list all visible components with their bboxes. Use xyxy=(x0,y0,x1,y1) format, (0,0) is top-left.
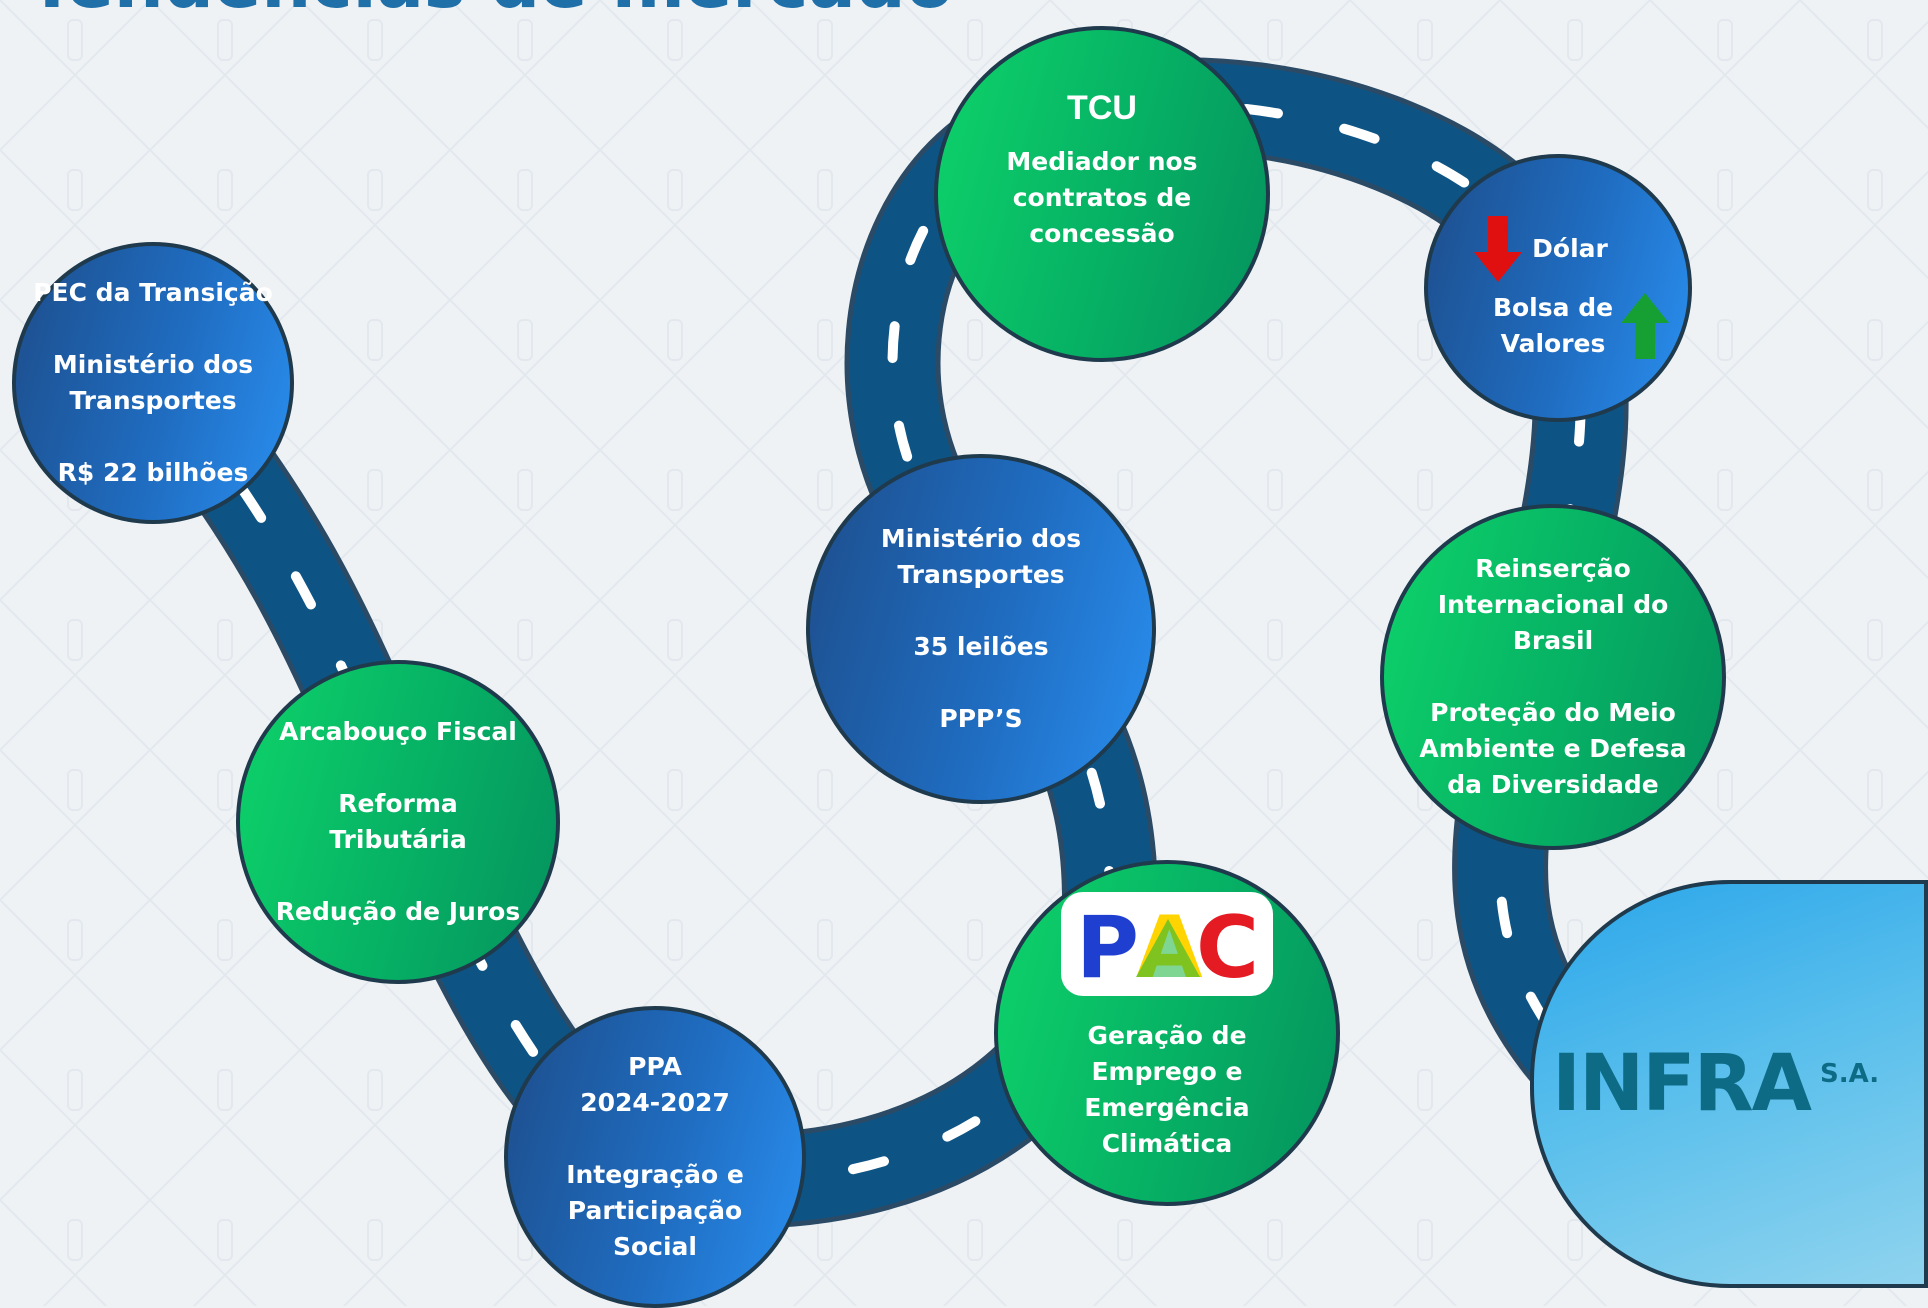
pac-logo-p: P xyxy=(1076,899,1139,989)
arrow-up-icon xyxy=(1621,293,1670,359)
tcu-title: TCU xyxy=(1067,89,1137,127)
pec-valor: R$ 22 bilhões xyxy=(57,458,249,487)
pec-label: PEC da Transição xyxy=(33,278,273,307)
pac-logo-mark: P A C xyxy=(1076,899,1259,989)
tcu-line1: Mediador nos xyxy=(1006,147,1198,176)
page-title: Tendências de mercado xyxy=(28,0,954,24)
infra-logo: INFRA S.A. xyxy=(1552,1044,1879,1124)
ministerio-line1: Ministério dos xyxy=(880,524,1082,553)
infra-logo-suffix: S.A. xyxy=(1820,1059,1880,1089)
reforma-line2: Tributária xyxy=(329,825,467,854)
reinsercao-line1: Reinserção xyxy=(1475,554,1631,583)
bolsa-line2: Valores xyxy=(1500,329,1606,358)
pac-logo: P A C xyxy=(1061,892,1273,996)
node-reinsercao-internacional: Reinserção Internacional do Brasil Prote… xyxy=(1380,504,1726,850)
node-dolar-bolsa: Dólar Bolsa de Valores xyxy=(1424,154,1692,422)
pec-ministerio-line1: Ministério dos xyxy=(52,350,254,379)
meio-ambiente-line2: Ambiente e Defesa xyxy=(1419,734,1687,763)
pac-line2: Emprego e xyxy=(1091,1057,1243,1086)
pac-logo-c: C xyxy=(1196,899,1259,989)
reforma-line1: Reforma xyxy=(338,789,458,818)
bolsa-row: Bolsa de Valores xyxy=(1493,290,1671,362)
node-pec-transicao: PEC da Transição Ministério dos Transpor… xyxy=(12,242,294,524)
tcu-line3: concessão xyxy=(1029,219,1175,248)
pec-ministerio-line2: Transportes xyxy=(69,386,237,415)
ministerio-line2: Transportes xyxy=(897,560,1065,589)
ppa-line4: Participação xyxy=(567,1196,743,1225)
node-infra-sa: INFRA S.A. xyxy=(1530,880,1928,1288)
arrow-down-icon xyxy=(1474,216,1523,282)
node-ministerio-transportes: Ministério dos Transportes 35 leilões PP… xyxy=(806,454,1156,804)
dolar-label: Dólar xyxy=(1532,234,1608,263)
ppa-line5: Social xyxy=(612,1232,697,1261)
node-arcabouco-fiscal: Arcabouço Fiscal Reforma Tributária Redu… xyxy=(236,660,560,984)
infra-logo-text: INFRA xyxy=(1552,1039,1812,1129)
node-tcu: TCU Mediador nos contratos de concessão xyxy=(934,26,1270,362)
pac-line1: Geração de xyxy=(1087,1021,1247,1050)
reinsercao-line2: Internacional do xyxy=(1437,590,1669,619)
node-pac: P A C Geração de Emprego e Emergência Cl… xyxy=(994,860,1340,1206)
ppa-line3: Integração e xyxy=(566,1160,744,1189)
reducao-juros-label: Redução de Juros xyxy=(275,897,521,926)
node-ppa: PPA 2024-2027 Integração e Participação … xyxy=(504,1006,806,1308)
ppa-period: 2024-2027 xyxy=(580,1088,730,1117)
bolsa-line1: Bolsa de xyxy=(1492,293,1614,322)
meio-ambiente-line3: da Diversidade xyxy=(1447,770,1659,799)
arcabouco-label: Arcabouço Fiscal xyxy=(279,717,517,746)
pac-line4: Climática xyxy=(1101,1129,1233,1158)
reinsercao-line3: Brasil xyxy=(1512,626,1594,655)
ppps-label: PPP’S xyxy=(939,704,1023,733)
leiloes-label: 35 leilões xyxy=(913,632,1049,661)
dolar-row: Dólar xyxy=(1472,214,1608,284)
meio-ambiente-line1: Proteção do Meio xyxy=(1430,698,1676,727)
tcu-line2: contratos de xyxy=(1012,183,1192,212)
ppa-label: PPA xyxy=(628,1052,682,1081)
pac-line3: Emergência xyxy=(1084,1093,1250,1122)
